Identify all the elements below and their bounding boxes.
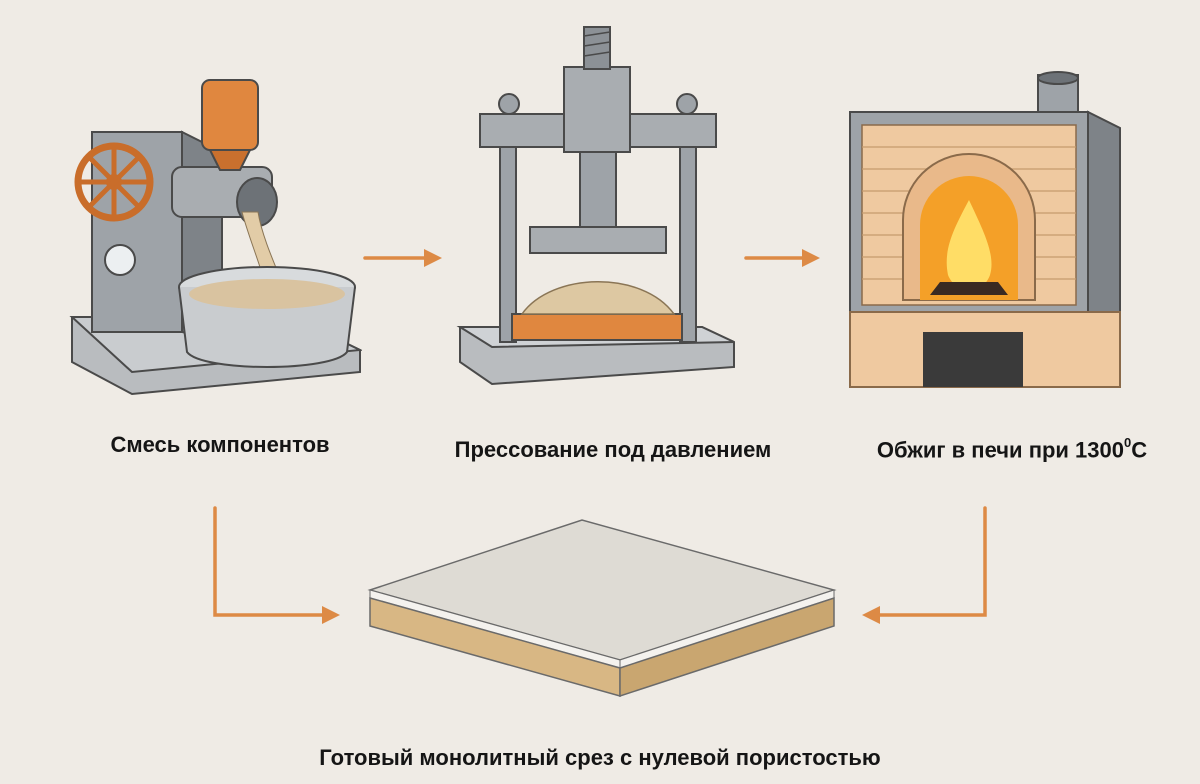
arrow-step1-to-result	[213, 506, 340, 624]
arrow-step1-to-step2	[363, 249, 442, 267]
ceramic-slab-icon	[367, 519, 837, 698]
step-label-firing-sup: 0	[1124, 435, 1132, 450]
step-label-pressing: Прессование под давлением	[454, 437, 772, 462]
hydraulic-press-icon	[456, 26, 735, 386]
brick-kiln-fire-icon	[849, 71, 1121, 388]
arrow-step3-to-result	[862, 506, 987, 624]
arrow-step2-to-step3	[744, 249, 820, 267]
result-label: Готовый монолитный срез с нулевой порист…	[319, 745, 881, 770]
step-label-firing-text: Обжиг в печи при 1300	[876, 437, 1124, 463]
step-label-firing-unit: С	[1131, 437, 1148, 463]
step-label-mixing: Смесь компонентов	[110, 432, 330, 457]
step-label-firing: Обжиг в печи при 13000С	[842, 435, 1182, 463]
meat-grinder-mixer-icon	[69, 79, 362, 396]
